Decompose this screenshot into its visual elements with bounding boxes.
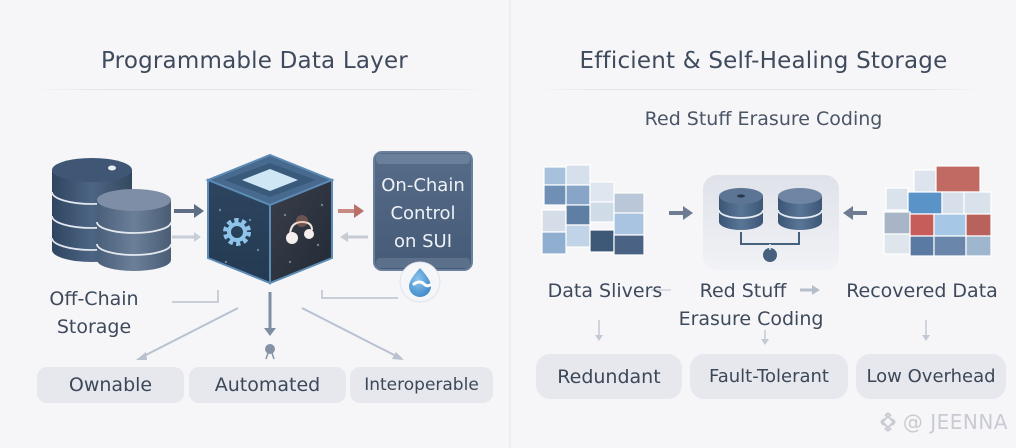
onchain-control-label: On-Chain Control on SUI [374, 172, 472, 256]
watermark-text: @ JEENNA [902, 410, 1008, 434]
dual-disk-icon [718, 188, 823, 262]
title-rule [32, 89, 489, 90]
offchain-label-line2: Storage [56, 316, 132, 338]
property-pill-low-overhead: Low Overhead [856, 354, 1006, 399]
redstuff-label: Red Stuff Erasure Coding [671, 277, 831, 333]
offchain-label-line1: Off-Chain [49, 288, 139, 310]
property-pill-interoperable: Interoperable [350, 367, 493, 403]
right-panel: Efficient & Self-Healing Storage Red Stu… [511, 0, 1016, 448]
offchain-storage-label: Off-Chain Storage [14, 285, 174, 341]
arrow-onchain-to-core [340, 232, 368, 242]
right-diagram [541, 164, 992, 345]
right-panel-title: Efficient & Self-Healing Storage [579, 48, 948, 74]
database-stack-icon [51, 158, 172, 271]
recovered-blocks-icon [883, 165, 992, 257]
title-rule [533, 89, 986, 90]
property-pill-redundant: Redundant [536, 354, 682, 399]
onchain-label-line2: Control [390, 203, 456, 224]
arrow-slivers-to-encoder [669, 206, 693, 220]
data-blocks-icon [541, 164, 645, 256]
sui-drop-icon [399, 261, 441, 303]
left-diagram [51, 151, 473, 360]
redstuff-label-line1: Red Stuff [699, 280, 787, 302]
arrow-offchain-to-core [174, 204, 204, 218]
onchain-label-line3: on SUI [393, 231, 453, 252]
arrow-core-to-onchain [338, 204, 364, 218]
arrow-recovered-to-encoder [843, 206, 867, 220]
property-pill-ownable: Ownable [37, 367, 184, 403]
binance-logo-icon [880, 412, 896, 432]
gear-icon [223, 218, 251, 246]
left-panel: Programmable Data Layer [14, 48, 493, 403]
property-pill-automated: Automated [189, 367, 346, 403]
logic-icon [286, 215, 314, 244]
arrow-core-feedback [172, 232, 201, 242]
right-panel-subtitle: Red Stuff Erasure Coding [644, 108, 883, 130]
programmable-cube-icon [205, 153, 335, 285]
recovered-data-label: Recovered Data [846, 280, 998, 302]
connector-lines [172, 290, 398, 303]
arrow-to-automated [264, 292, 276, 360]
watermark: @ JEENNA [877, 410, 1008, 434]
onchain-label-line1: On-Chain [381, 175, 465, 196]
down-arrows [598, 320, 927, 340]
property-pill-fault-tolerant: Fault-Tolerant [690, 354, 848, 399]
down-arrowheads [595, 335, 930, 345]
left-panel-title: Programmable Data Layer [101, 48, 408, 74]
panel-divider [509, 0, 511, 448]
arrow-redstuff-to-recovered [800, 285, 820, 295]
arrow-to-interoperable [301, 307, 404, 360]
data-slivers-label: Data Slivers [547, 280, 663, 302]
arrow-to-ownable [136, 307, 239, 360]
redstuff-label-line2: Erasure Coding [678, 308, 824, 330]
